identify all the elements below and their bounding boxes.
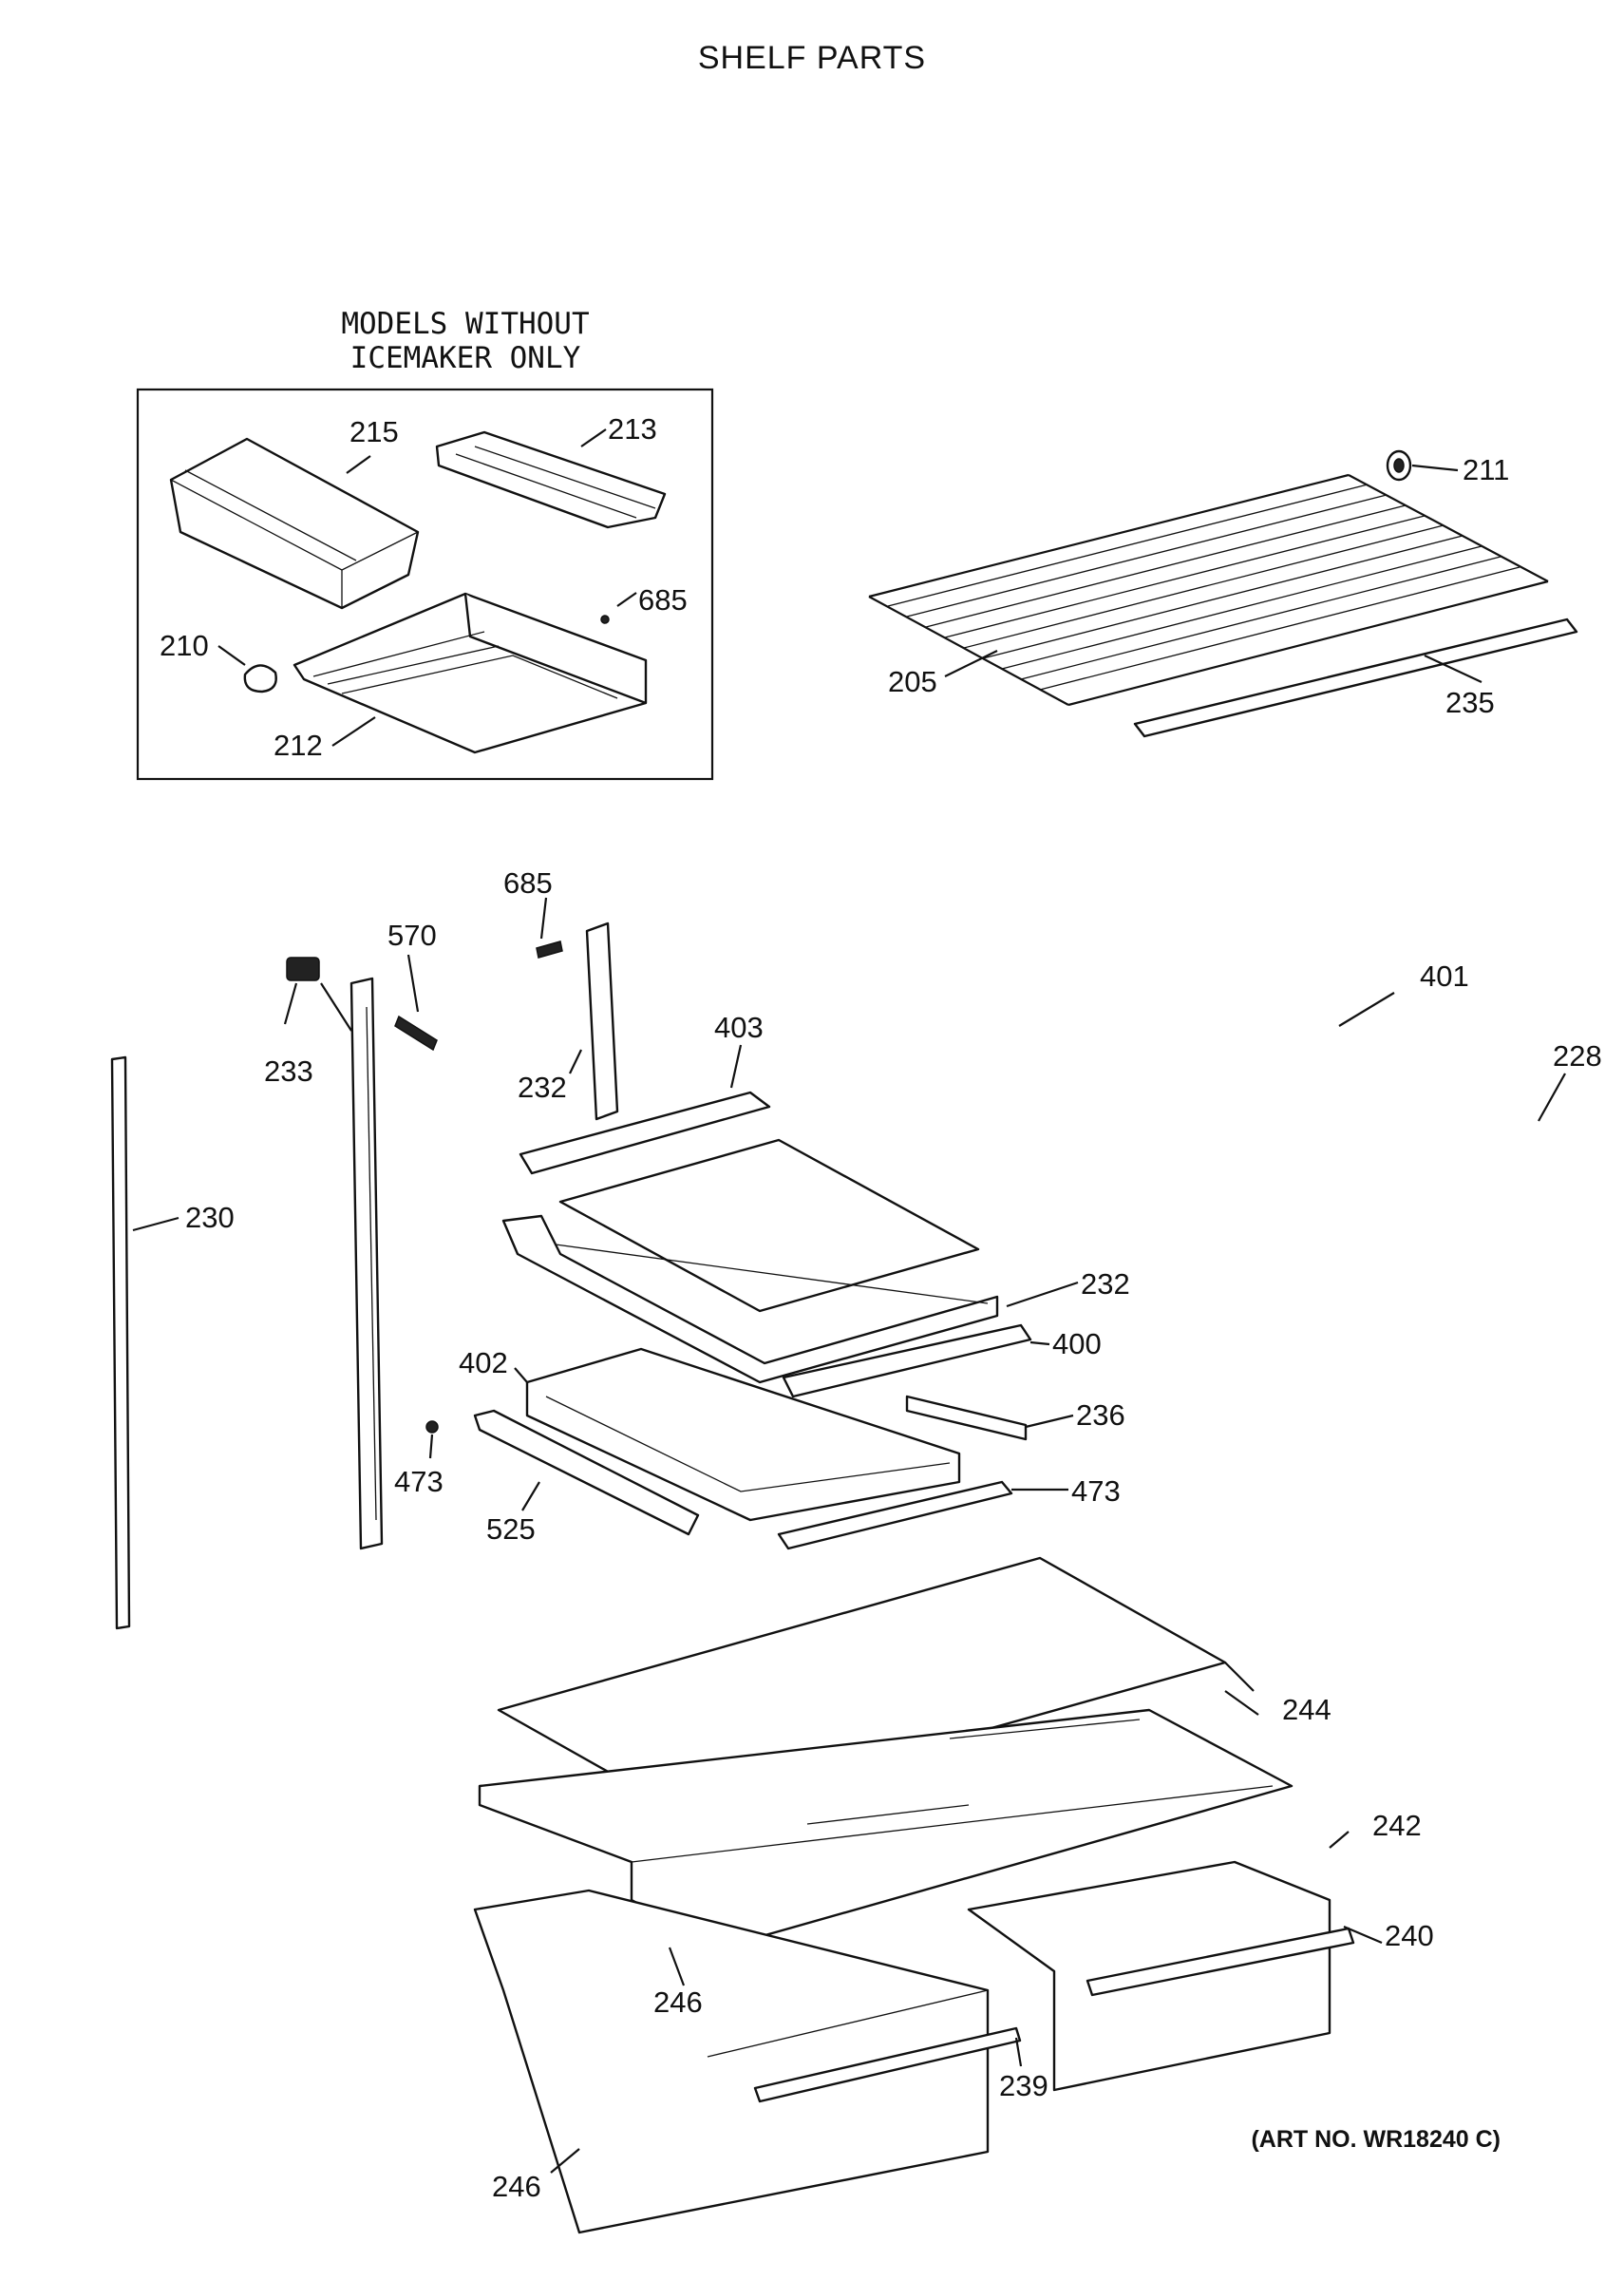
- callout-246-right: 240: [1385, 1919, 1434, 1952]
- part-232-rail-left: [110, 1055, 131, 1630]
- callout-233: 233: [264, 1054, 313, 1088]
- callout-211: 211: [1463, 453, 1509, 486]
- part-685-screw-b: [536, 940, 563, 959]
- part-233-bracket: [286, 957, 320, 981]
- inset-caption-line-1: MODELS WITHOUT: [341, 307, 590, 341]
- callout-685: 685: [638, 583, 688, 617]
- part-685-screw: [600, 615, 610, 624]
- callout-228: 401: [1420, 960, 1469, 993]
- inset-caption-line-2: ICEMAKER ONLY: [349, 341, 581, 375]
- part-400-frame: [501, 1214, 999, 1384]
- part-473-rail-right: [905, 1395, 1028, 1441]
- callout-212: 212: [274, 729, 323, 762]
- page-title: SHELF PARTS: [697, 40, 927, 76]
- callout-232: 232: [518, 1071, 567, 1104]
- callout-239: 246: [653, 1986, 703, 2019]
- part-232-upright: [585, 922, 619, 1121]
- callout-403: 403: [714, 1011, 764, 1044]
- callout-215: 215: [349, 415, 399, 448]
- part-401-glass: [558, 1138, 980, 1313]
- part-240-crisper-left: [473, 1889, 1022, 2234]
- callout-242: 244: [1282, 1693, 1331, 1726]
- callout-244: 473: [1071, 1474, 1121, 1508]
- callout-240-right: 242: [1372, 1809, 1422, 1842]
- callout-230: 228: [1553, 1039, 1602, 1073]
- callout-240-left: 246: [492, 2170, 541, 2203]
- callout-525: 473: [394, 1465, 444, 1498]
- part-213-ice-tray: [435, 430, 667, 529]
- part-205-wire-shelf: [868, 473, 1549, 707]
- part-402-trim: [782, 1323, 1032, 1398]
- callout-400: 232: [1081, 1267, 1130, 1301]
- part-211-end-cap: [1386, 449, 1412, 482]
- callout-235: 235: [1445, 686, 1495, 719]
- callout-570: 570: [387, 919, 437, 952]
- callout-402: 400: [1052, 1327, 1102, 1360]
- part-236-drawer: [525, 1347, 961, 1522]
- callout-205: 205: [888, 665, 937, 698]
- callout-246-left: 239: [999, 2069, 1048, 2102]
- part-403-trim: [519, 1091, 771, 1175]
- part-240-crisper-right: [967, 1860, 1355, 2092]
- callout-473-left: 525: [486, 1512, 536, 1546]
- leader-lines: [132, 428, 1566, 2174]
- part-215-bin: [169, 437, 420, 610]
- part-473-rail-left: [473, 1409, 700, 1536]
- callout-210: 210: [160, 629, 209, 662]
- part-570-screw: [394, 1015, 438, 1052]
- part-210-clip: [243, 664, 277, 694]
- callout-685b: 685: [503, 866, 553, 900]
- callout-236: 402: [459, 1346, 508, 1379]
- part-235-trim: [1133, 618, 1578, 738]
- callout-232-left: 230: [185, 1201, 235, 1234]
- part-212-ice-bucket: [293, 592, 648, 754]
- inset-box: [136, 388, 714, 781]
- art-number: (ART NO. WR18240 C): [1251, 2126, 1501, 2153]
- part-244-trim: [777, 1480, 1013, 1550]
- callout-473-right: 236: [1076, 1398, 1125, 1432]
- part-525-screw: [425, 1420, 439, 1434]
- part-upright-center: [349, 977, 384, 1550]
- callout-213: 213: [608, 412, 657, 446]
